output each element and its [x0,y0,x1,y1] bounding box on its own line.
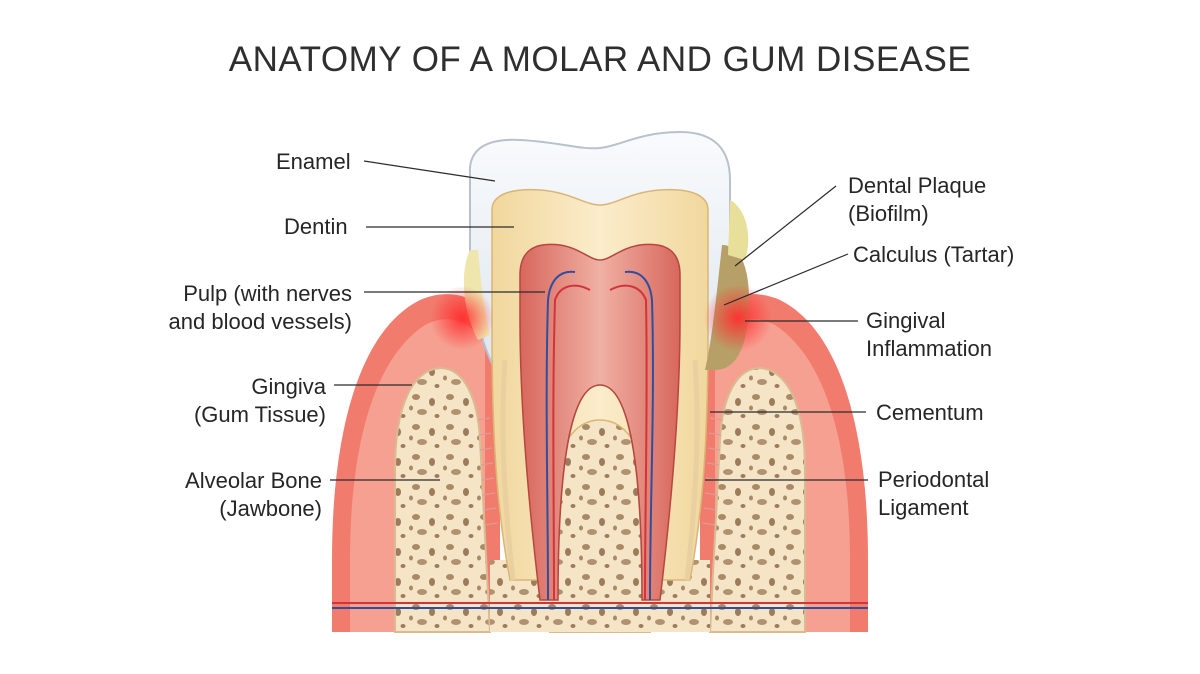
pulp-chamber [519,243,681,601]
plaque-deposit [728,200,749,260]
label-dental-plaque: Dental Plaque (Biofilm) [848,173,987,226]
label-enamel: Enamel [276,149,351,174]
blood-vessels [332,270,868,609]
inflammation-right [704,284,772,352]
label-alveolar-bone: Alveolar Bone (Jawbone) [185,468,322,521]
label-gingiva: Gingiva (Gum Tissue) [193,374,326,427]
label-gingival-inflammation: Gingival Inflammation [866,308,992,361]
label-dentin: Dentin [284,214,348,239]
page-title: ANATOMY OF A MOLAR AND GUM DISEASE [228,40,972,79]
leader-lines [330,160,868,481]
cementum-shape [500,359,700,581]
label-calculus: Calculus (Tartar) [853,242,1015,267]
label-periodontal-ligament: Periodontal Ligament [878,467,990,520]
alveolar-bone-left [394,366,492,633]
label-pulp: Pulp (with nerves and blood vessels) [168,281,352,334]
periodontal-ligament [477,417,723,526]
inflammation-left [430,286,494,350]
label-cementum: Cementum [876,400,984,425]
alveolar-bone-right [708,366,806,633]
